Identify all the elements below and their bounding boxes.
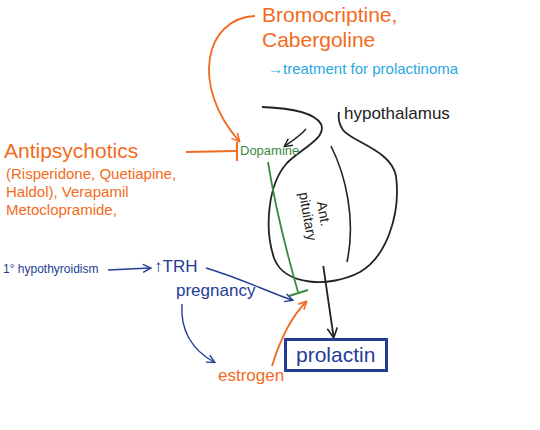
structure-name: hypothalamus [344,104,450,124]
condition: 1° hypothyroidism [3,262,99,276]
region-name: Ant. pituitary [294,177,338,253]
hormone-name: estrogen [218,366,284,386]
hormone-name: ↑TRH [154,257,197,277]
hormone-name: prolactin [296,343,376,367]
hormone-name: Dopamine [240,143,299,159]
drug-name: Bromocriptine, Cabergoline [262,2,432,52]
drug-class: Antipsychotics [4,138,138,163]
connector-arrow [323,266,333,337]
hormone-box: prolactin [284,338,388,372]
gland-region: Ant. pituitary [294,164,338,266]
condition: pregnancy [176,281,255,301]
note: →treatment for prolactinoma [268,60,458,78]
drug-list: (Risperidone, Quetiapine, Haldol), Verap… [6,165,211,219]
